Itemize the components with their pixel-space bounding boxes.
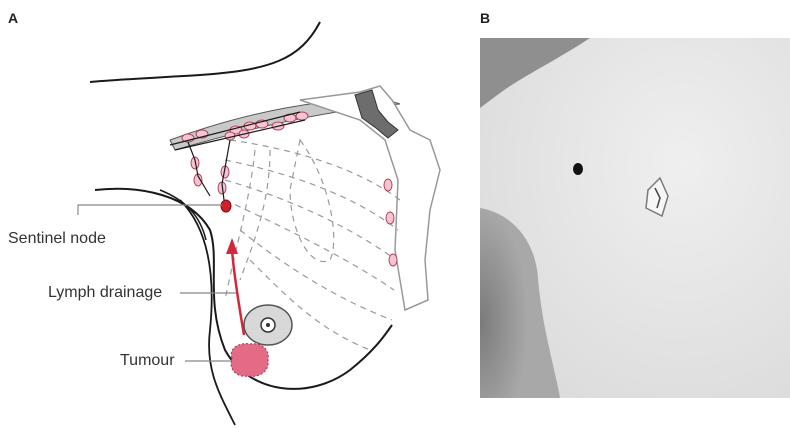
- tumour-label: Tumour: [120, 352, 175, 370]
- neck-outline: [90, 22, 320, 82]
- scan-image: [480, 38, 790, 398]
- sentinel-node-label: Sentinel node: [8, 230, 106, 248]
- breast-inner-outline: [180, 200, 235, 425]
- scan-sentinel-hotspot: [573, 163, 583, 175]
- lymph-drainage-label: Lymph drainage: [48, 284, 162, 302]
- sentinel-node: [221, 200, 231, 212]
- lymphoscintigraphy-scan: [480, 38, 790, 398]
- arrow-up-icon: [226, 238, 238, 254]
- breast-lymphatic-diagram: [0, 0, 470, 429]
- tumour: [231, 344, 268, 377]
- panel-b-letter: B: [480, 10, 490, 26]
- callout-lines: [78, 205, 236, 361]
